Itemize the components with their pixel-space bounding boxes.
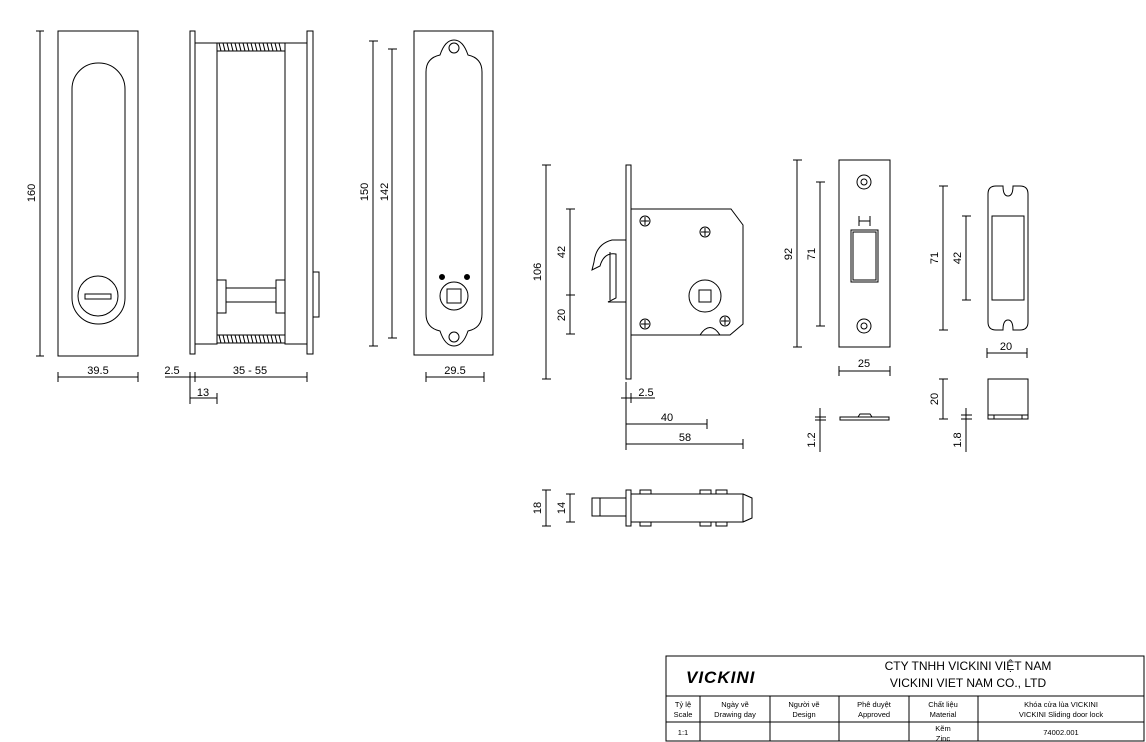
company-name-en: VICKINI VIET NAM CO., LTD [890, 676, 1047, 690]
part-number: 74002.001 [1043, 728, 1078, 737]
dim-lock-lower: 20 [556, 309, 568, 321]
scale-value: 1:1 [678, 728, 688, 737]
header-design-en: Design [792, 710, 815, 719]
back-view [369, 30, 494, 382]
title-block [665, 655, 1145, 742]
dim-back-height: 150 [359, 183, 371, 201]
material-value-en: Zinc [936, 734, 950, 742]
dim-strike-width: 25 [858, 358, 870, 370]
dim-lock-faceplate: 2.5 [638, 387, 653, 399]
side-view [165, 30, 320, 404]
dim-side-plate: 2.5 [164, 365, 179, 377]
header-material-en: Material [930, 710, 957, 719]
dim-keeper-depth: 20 [929, 393, 941, 405]
front-view [36, 30, 139, 382]
dim-keeper-thk: 1.8 [952, 432, 964, 447]
dim-strike-inner: 71 [806, 248, 818, 260]
lock-top-view [542, 489, 753, 527]
lock-body-view [542, 164, 744, 450]
header-product-en: VICKINI Sliding door lock [1019, 710, 1103, 719]
dim-lock-backset: 40 [661, 412, 673, 424]
dim-front-width: 39.5 [87, 365, 108, 377]
dim-top-outer: 18 [532, 502, 544, 514]
keeper-view [939, 185, 1029, 452]
dim-lock-upper: 42 [556, 246, 568, 258]
material-value-vn: Kẽm [935, 724, 950, 733]
dim-lock-depth: 58 [679, 432, 691, 444]
company-logo: VICKINI [686, 668, 756, 687]
header-scale-en: Scale [674, 710, 693, 719]
dim-keeper-width: 20 [1000, 341, 1012, 353]
header-approved-vn: Phê duyệt [857, 700, 892, 709]
header-date-vn: Ngày vẽ [721, 700, 749, 709]
dim-top-inner: 14 [556, 502, 568, 514]
dim-side-depth: 13 [197, 387, 209, 399]
header-approved-en: Approved [858, 710, 890, 719]
company-name-vn: CTY TNHH VICKINI VIỆT NAM [885, 658, 1052, 673]
dim-strike-height: 92 [783, 248, 795, 260]
dim-front-height: 160 [26, 184, 38, 202]
dim-keeper-inner: 42 [952, 252, 964, 264]
header-design-vn: Người vẽ [788, 700, 819, 709]
dim-back-width: 29.5 [444, 365, 465, 377]
dim-lock-height: 106 [532, 263, 544, 281]
header-scale-vn: Tỷ lệ [675, 700, 691, 709]
header-date-en: Drawing day [714, 710, 756, 719]
dim-back-inner: 142 [379, 183, 391, 201]
header-material-vn: Chất liệu [928, 700, 958, 709]
strike-plate-view [793, 159, 891, 452]
header-product-vn: Khóa cửa lùa VICKINI [1024, 700, 1098, 709]
dim-side-range: 35 - 55 [233, 365, 267, 377]
dim-strike-thk: 1.2 [806, 432, 818, 447]
dim-keeper-height: 71 [929, 252, 941, 264]
